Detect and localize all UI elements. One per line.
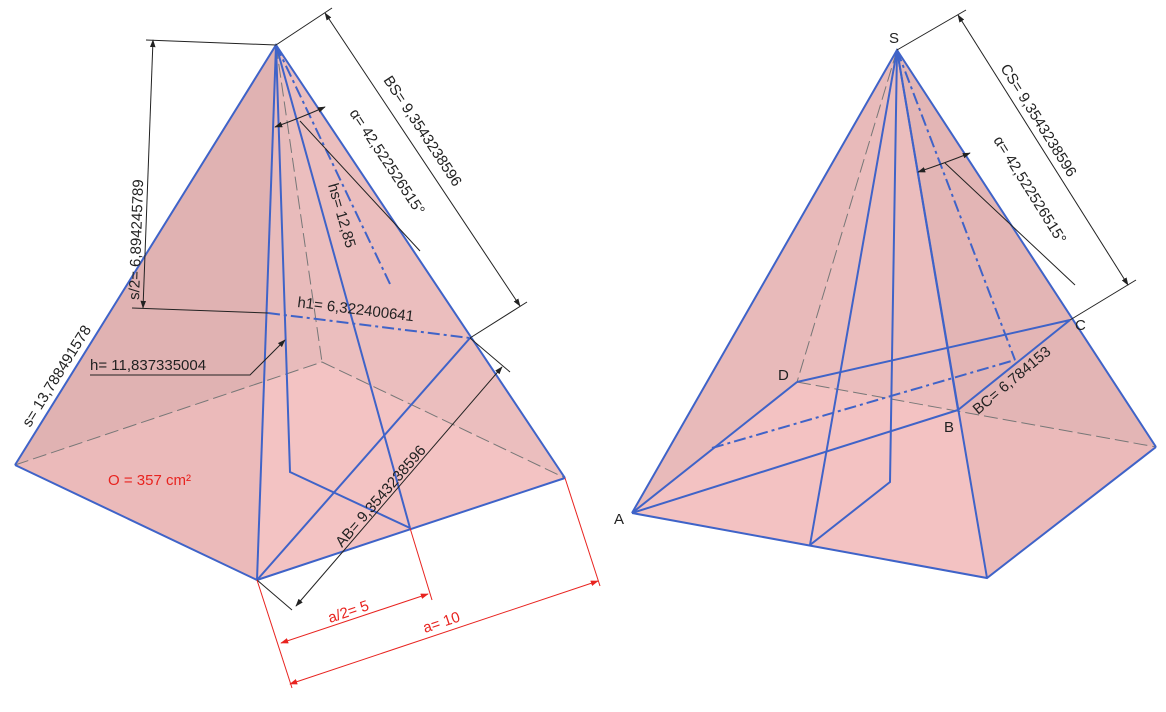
right-ext-cs-1 bbox=[896, 9, 967, 51]
right-dim-cs bbox=[957, 14, 1129, 286]
right-vertex-d: D bbox=[778, 367, 789, 384]
left-h1-line bbox=[267, 312, 471, 339]
right-vertex-b: B bbox=[944, 419, 954, 436]
left-label-a: a= 10 bbox=[421, 609, 462, 637]
left-dim-a bbox=[289, 580, 599, 685]
left-ext-red-1 bbox=[256, 579, 293, 689]
right-line-s-m1 bbox=[809, 49, 898, 546]
left-label-h: h= 11,837335004 bbox=[90, 357, 206, 374]
left-ext-red-3 bbox=[564, 477, 601, 587]
left-ext-ab-2 bbox=[469, 337, 511, 373]
left-dim-ab bbox=[295, 366, 503, 607]
left-label-half-s: s/2= 6,894245789 bbox=[126, 179, 147, 300]
left-h-leader bbox=[90, 339, 286, 376]
left-ext-bs-2 bbox=[469, 301, 528, 339]
right-dashdot-s bbox=[896, 49, 1016, 361]
left-ext-top bbox=[145, 39, 277, 46]
left-ext-mid bbox=[131, 307, 269, 314]
left-ext-bs-1 bbox=[275, 7, 333, 46]
left-pyramid: s= 13,788491578 s/2= 6,894245789 BS= 9,3… bbox=[14, 7, 601, 689]
left-ext-red-2 bbox=[409, 527, 433, 601]
left-hidden-edge bbox=[275, 44, 323, 363]
right-line-s-b bbox=[896, 49, 959, 411]
left-label-surface: O = 357 cm² bbox=[108, 472, 191, 489]
right-vertex-a: A bbox=[614, 511, 624, 528]
right-hidden-edge bbox=[796, 49, 898, 383]
left-front-face-1 bbox=[15, 45, 276, 580]
left-angle-arc bbox=[274, 106, 326, 128]
right-line-dc bbox=[796, 319, 1071, 383]
left-dim-half-s bbox=[140, 39, 156, 309]
left-dim-bs bbox=[324, 12, 521, 307]
right-hidden-base-2 bbox=[796, 381, 1157, 448]
right-line-bc bbox=[957, 319, 1071, 411]
right-line-ab bbox=[631, 409, 959, 514]
right-vertex-c: C bbox=[1075, 317, 1086, 334]
right-pyramid: S A B C D CS= 9,3543238596 α= 42,5225265… bbox=[614, 9, 1157, 580]
left-hidden-base-edge bbox=[14, 361, 323, 466]
right-line-s-mid bbox=[809, 49, 898, 546]
right-dashdot-mid bbox=[711, 359, 1016, 449]
right-angle-leader bbox=[944, 162, 1076, 286]
left-label-half-a: a/2= 5 bbox=[326, 597, 371, 626]
right-vertex-s: S bbox=[889, 30, 899, 47]
right-angle-arc bbox=[917, 152, 971, 173]
right-ext-cs-2 bbox=[1069, 279, 1137, 321]
left-angle-leader bbox=[299, 120, 421, 252]
